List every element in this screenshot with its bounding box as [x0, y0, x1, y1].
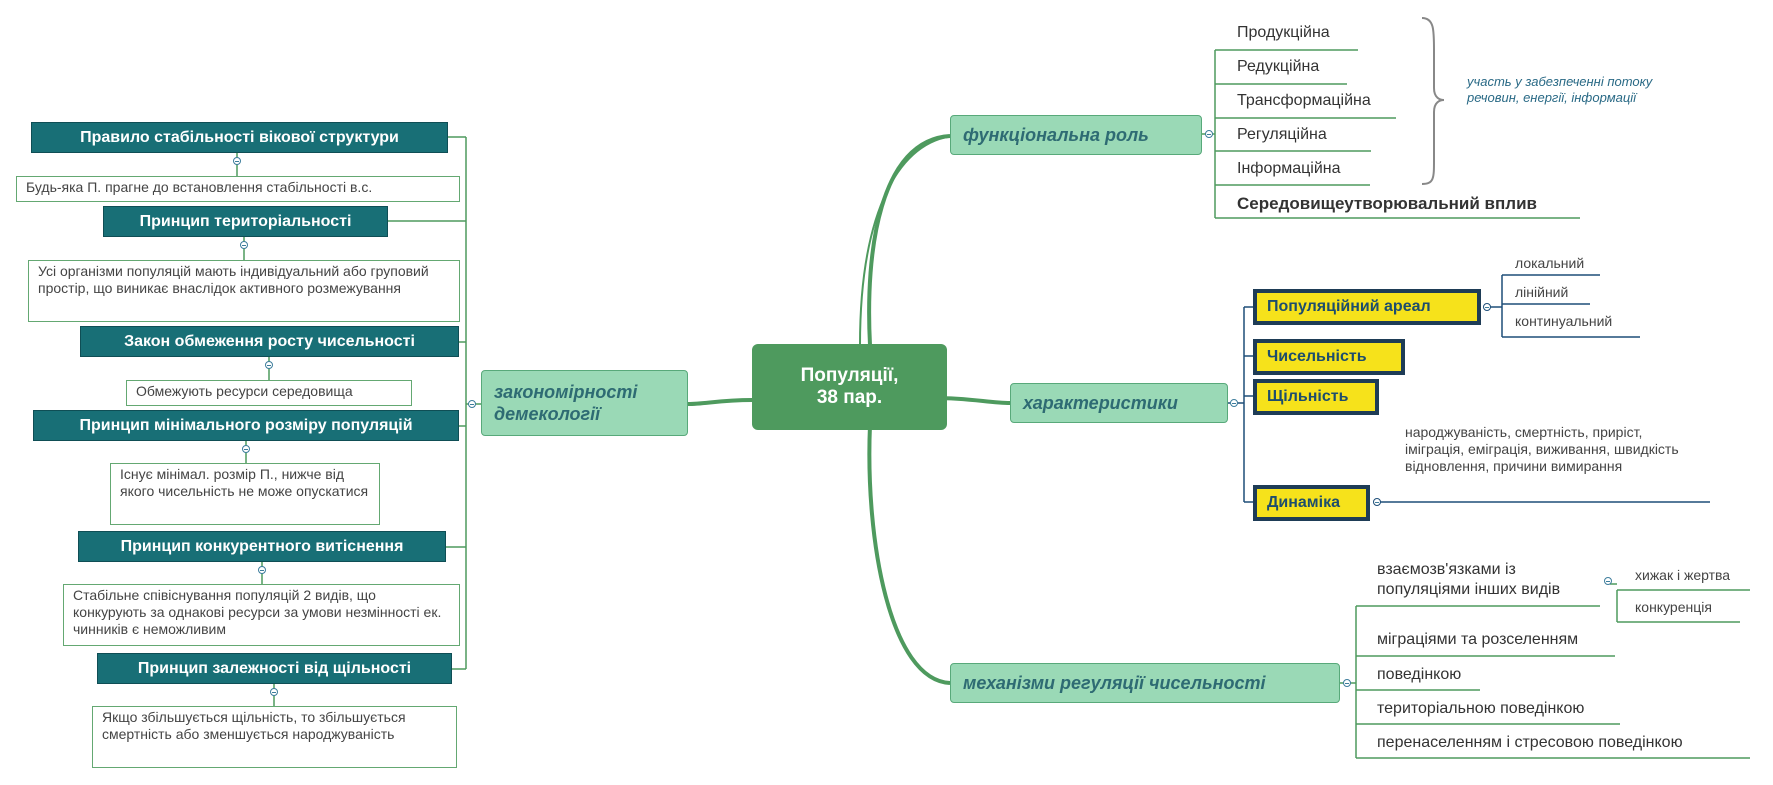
- rule-title-text: Принцип територіальності: [139, 212, 352, 230]
- interaction-type[interactable]: конкуренція: [1635, 599, 1712, 615]
- collapse-toggle-icon[interactable]: [242, 445, 250, 453]
- function-item[interactable]: Редукційна: [1237, 58, 1320, 75]
- central-topic[interactable]: Популяції, 38 пар.: [752, 344, 947, 430]
- regulation-item[interactable]: перенаселенням і стресовою поведінкою: [1377, 734, 1683, 751]
- characteristic-density[interactable]: Щільність: [1253, 379, 1379, 415]
- topic-functional-role[interactable]: функціональна роль: [950, 115, 1202, 155]
- topic-characteristics[interactable]: характеристики: [1010, 383, 1228, 423]
- characteristic-area[interactable]: Популяційний ареал: [1253, 289, 1481, 325]
- topic-laws[interactable]: закономірності демекології: [481, 370, 688, 436]
- rule-description: Існує мінімал. розмір П., нижче від яког…: [110, 463, 380, 525]
- rule-description: Усі організми популяцій мають індивідуал…: [28, 260, 460, 322]
- dynamics-note: народжуваність, смертність, приріст, імі…: [1405, 424, 1679, 474]
- rule-title-text: Принцип конкурентного витіснення: [120, 537, 404, 555]
- rule-description: Якщо збільшується щільність, то збільшує…: [92, 706, 457, 768]
- rule-description-text: Стабільне співіснування популяцій 2 виді…: [73, 587, 442, 637]
- topic-laws-label: закономірності демекології: [494, 382, 638, 424]
- rule-description: Будь-яка П. прагне до встановлення стабі…: [16, 176, 460, 202]
- rule-title-text: Принцип мінімального розміру популяцій: [79, 416, 413, 434]
- collapse-toggle-icon[interactable]: [468, 400, 476, 408]
- topic-regulation[interactable]: механізми регуляції чисельності: [950, 663, 1340, 703]
- characteristic-number[interactable]: Чисельність: [1253, 339, 1405, 375]
- rule-title[interactable]: Принцип залежності від щільності: [97, 653, 452, 684]
- rule-description: Обмежують ресурси середовища: [126, 380, 412, 406]
- collapse-toggle-icon[interactable]: [240, 241, 248, 249]
- topic-regulation-label: механізми регуляції чисельності: [963, 672, 1266, 693]
- function-item-environment[interactable]: Середовищеутворювальний вплив: [1237, 194, 1537, 213]
- collapse-toggle-icon[interactable]: [1373, 498, 1381, 506]
- collapse-toggle-icon[interactable]: [1343, 679, 1351, 687]
- collapse-toggle-icon[interactable]: [1604, 577, 1612, 585]
- collapse-toggle-icon[interactable]: [270, 688, 278, 696]
- characteristic-density-label: Щільність: [1267, 388, 1349, 405]
- rule-title[interactable]: Принцип конкурентного витіснення: [78, 531, 446, 562]
- characteristic-number-label: Чисельність: [1267, 348, 1367, 365]
- regulation-item[interactable]: міграціями та розселенням: [1377, 631, 1579, 648]
- interaction-type[interactable]: хижак і жертва: [1635, 567, 1731, 583]
- rule-description-text: Обмежують ресурси середовища: [136, 383, 353, 399]
- rule-title[interactable]: Правило стабільності вікової структури: [31, 122, 448, 153]
- collapse-toggle-icon[interactable]: [1483, 303, 1491, 311]
- central-topic-line2: 38 пар.: [816, 387, 883, 408]
- function-item[interactable]: Регуляційна: [1237, 126, 1327, 143]
- area-type[interactable]: континуальний: [1515, 313, 1613, 329]
- rule-title[interactable]: Принцип територіальності: [103, 206, 388, 237]
- function-item[interactable]: Інформаційна: [1237, 160, 1341, 177]
- collapse-toggle-icon[interactable]: [1205, 130, 1213, 138]
- rule-description: Стабільне співіснування популяцій 2 виді…: [63, 584, 460, 646]
- rule-description-text: Існує мінімал. розмір П., нижче від яког…: [120, 466, 369, 499]
- function-item[interactable]: Продукційна: [1237, 24, 1330, 41]
- central-topic-line1: Популяції,: [800, 365, 899, 386]
- rule-title-text: Правило стабільності вікової структури: [80, 128, 399, 146]
- characteristic-dynamics-label: Динаміка: [1267, 494, 1340, 511]
- collapse-toggle-icon[interactable]: [265, 361, 273, 369]
- rule-description-text: Усі організми популяцій мають індивідуал…: [38, 263, 429, 296]
- regulation-interactions[interactable]: взаємозв'язками із популяціями інших вид…: [1377, 561, 1561, 598]
- rule-description-text: Будь-яка П. прагне до встановлення стабі…: [26, 179, 373, 195]
- collapse-toggle-icon[interactable]: [1230, 399, 1238, 407]
- rule-title-text: Принцип залежності від щільності: [137, 659, 412, 677]
- rule-title[interactable]: Принцип мінімального розміру популяцій: [33, 410, 459, 441]
- rule-description-text: Якщо збільшується щільність, то збільшує…: [102, 709, 406, 742]
- rule-title[interactable]: Закон обмеження росту чисельності: [80, 326, 459, 357]
- rule-title-text: Закон обмеження росту чисельності: [124, 332, 415, 350]
- function-item[interactable]: Трансформаційна: [1237, 92, 1371, 109]
- topic-characteristics-label: характеристики: [1023, 392, 1178, 413]
- area-type[interactable]: локальний: [1515, 255, 1585, 271]
- topic-functional-role-label: функціональна роль: [963, 124, 1149, 145]
- regulation-item[interactable]: територіальною поведінкою: [1377, 700, 1585, 717]
- regulation-item[interactable]: поведінкою: [1377, 666, 1462, 683]
- collapse-toggle-icon[interactable]: [258, 566, 266, 574]
- characteristic-dynamics[interactable]: Динаміка: [1253, 485, 1370, 521]
- area-type[interactable]: лінійний: [1515, 284, 1569, 300]
- brace-note: участь у забезпеченні потоку речовин, ен…: [1467, 74, 1653, 105]
- collapse-toggle-icon[interactable]: [233, 157, 241, 165]
- characteristic-area-label: Популяційний ареал: [1267, 298, 1431, 315]
